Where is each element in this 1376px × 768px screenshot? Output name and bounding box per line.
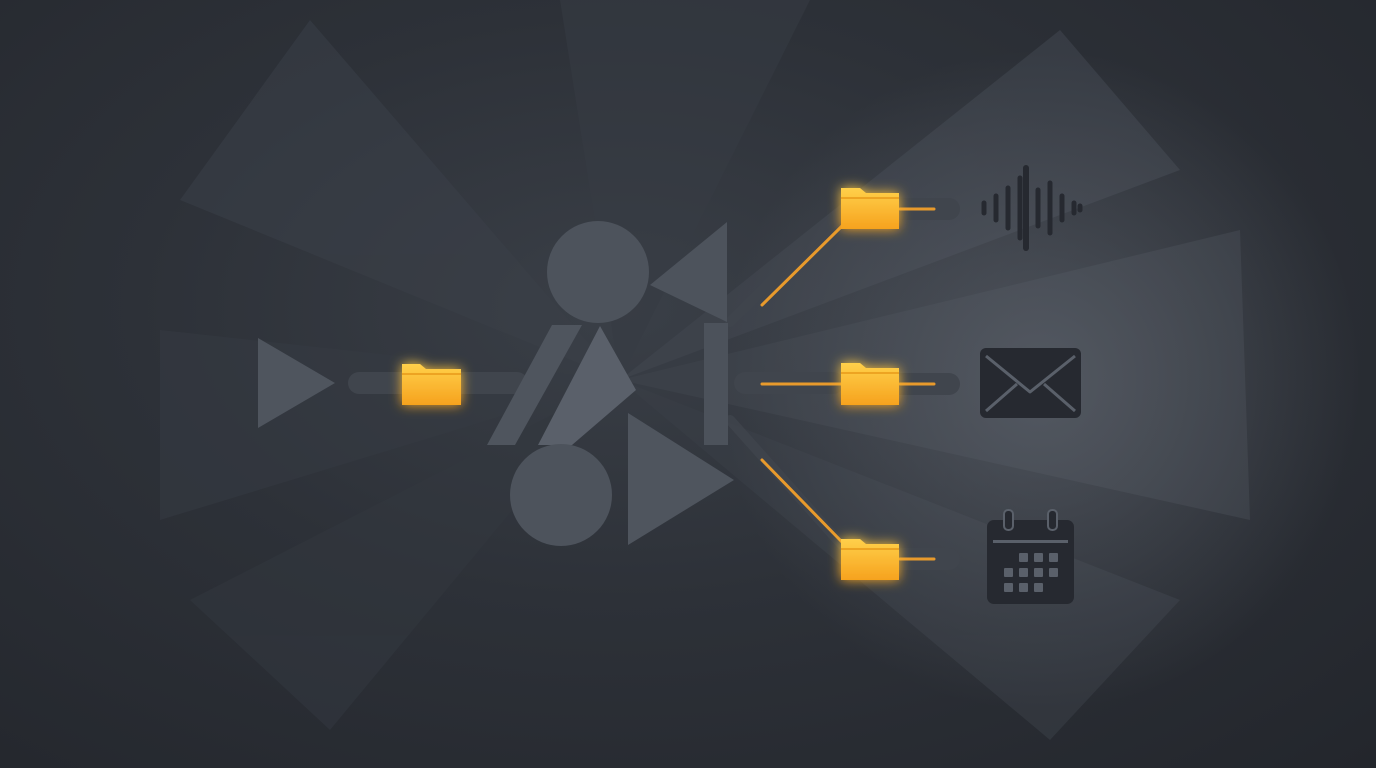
hub-triangle-left [650,222,727,322]
hub-slash [487,325,582,445]
hub-bar [704,323,728,445]
hub-circle-top [547,221,649,323]
envelope-icon [980,348,1081,418]
input-folder-icon [402,364,461,405]
hub-circle-bottom [510,444,612,546]
calendar-icon [987,509,1074,604]
output-folder-middle-icon [841,363,899,405]
output-tracks [880,198,960,570]
hub-triangle-center [538,326,636,445]
hub-shapes [487,221,734,546]
hub-triangle-right [628,413,734,545]
audio-waveform-icon [981,165,1083,251]
connector-lines [725,205,847,550]
play-triangle-icon [258,338,335,428]
output-folder-bottom-icon [841,539,899,580]
output-folder-top-icon [841,188,899,229]
